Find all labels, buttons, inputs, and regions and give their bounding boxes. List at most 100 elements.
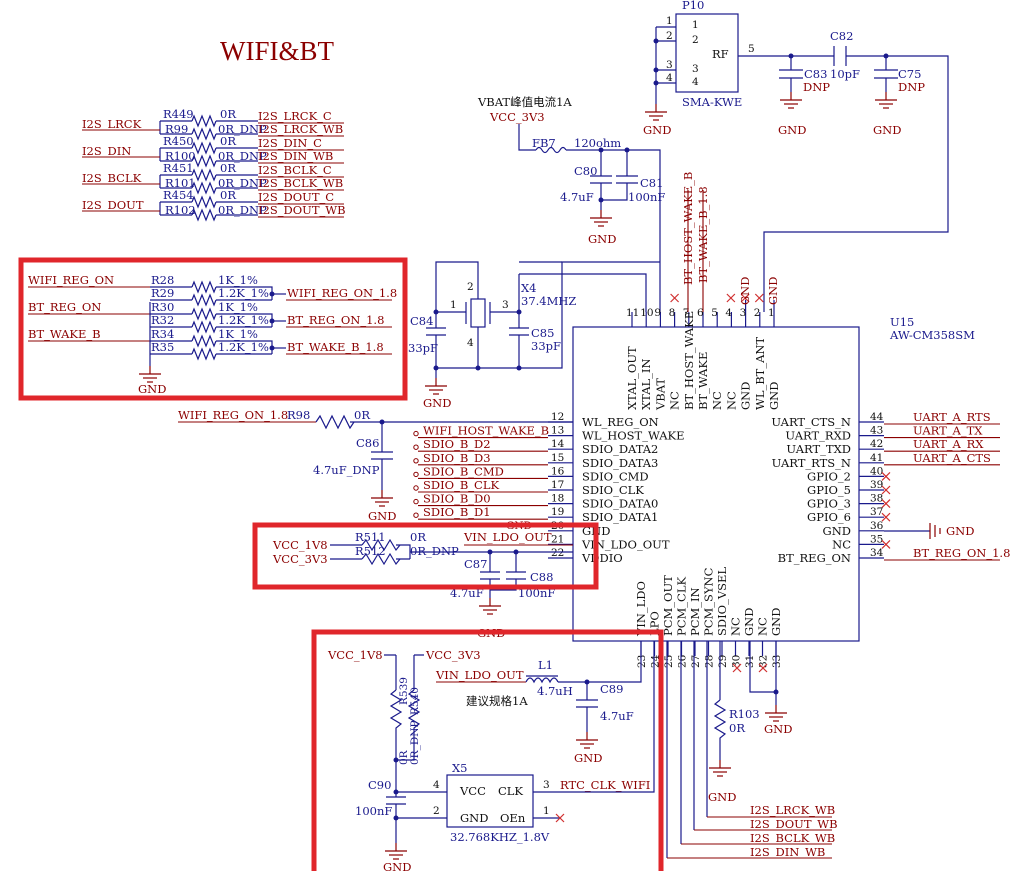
reg-ref-0: R28 [151, 273, 174, 287]
r540-ref: R540 [409, 687, 421, 715]
u15-pin-35-num: 35 [870, 533, 883, 545]
c89-ref: C89 [600, 682, 623, 696]
reg-ref-5: R35 [151, 340, 174, 354]
fb7-value: 120ohm [574, 136, 621, 150]
r98-value: 0R [354, 408, 370, 422]
u15-pin-37-num: 37 [870, 506, 883, 518]
u15-net-13: WIFI_HOST_WAKE_B [423, 424, 549, 438]
i2s-din-wb-bottom: I2S_DIN_WB [750, 845, 825, 859]
reg-out-net-2: BT_WAKE_B_1.8 [287, 340, 384, 354]
xtal-gnd-label: GND [423, 396, 451, 410]
u15-pin-30-num: 30 [731, 655, 743, 668]
u15-pin-14-num: 14 [551, 438, 565, 450]
reg-gnd-label: GND [138, 382, 166, 396]
u15-module: U15 AW-CM358SM 11XTAL_OUT10XTAL_IN9VBAT8… [413, 293, 1010, 668]
p10-ref: P10 [682, 0, 704, 12]
u15-net-42: UART_A_RX [913, 437, 984, 451]
reg-ref-4: R34 [151, 327, 174, 341]
c84-ref: C84 [410, 314, 433, 328]
c86-ref: C86 [356, 436, 379, 450]
c86-value: 4.7uF_DNP [313, 463, 380, 477]
u15-pin-19-name: SDIO_DATA1 [582, 510, 658, 524]
u15-pin-21-name: VIN_LDO_OUT [581, 537, 670, 551]
u15-pin-28-num: 28 [704, 655, 716, 668]
x4-pin1: 1 [450, 299, 457, 311]
c89-value: 4.7uF [600, 709, 634, 723]
i2s-r1-val-1: 0R [220, 134, 236, 148]
u15-pin-34-num: 34 [870, 547, 884, 559]
u15-pin-4-name: NC [724, 391, 738, 410]
lpo-vcc-1v8: VCC_1V8 [327, 648, 383, 662]
i2s-r1-ref-3: R454 [163, 188, 194, 202]
reg-val-4: 1K_1% [218, 327, 258, 341]
reg-ref-1: R29 [151, 286, 174, 300]
u15-net-41: UART_A_CTS [913, 451, 991, 465]
x5-oscillator [446, 774, 534, 828]
reg-val-3: 1.2K_1% [218, 313, 269, 327]
u15-pin-37-name: GPIO_6 [807, 510, 851, 524]
c80-value: 4.7uF [560, 190, 594, 204]
xtal-x4-block: 1 2 3 4 X4 37.4MHZ C84 33pF C85 33pF GND [408, 261, 660, 410]
highlight-reg-divider [18, 257, 408, 401]
r511-value: 0R [410, 530, 426, 544]
x5-ref: X5 [452, 761, 468, 775]
i2s-dout-wb-bottom: I2S_DOUT_WB [750, 817, 838, 831]
u15-pin-9-num: 9 [654, 307, 661, 319]
u15-net-19: SDIO_B_D1 [423, 505, 491, 519]
p10-pin4-num: 4 [666, 72, 673, 84]
u15-pin-33-name: GND [769, 608, 783, 636]
reg-val-1: 1.2K_1% [218, 286, 269, 300]
i2s-r2-val-3: 0R_DNP [218, 203, 267, 217]
x4-pin4: 4 [467, 337, 474, 349]
u15-net-44: UART_A_RTS [913, 410, 991, 424]
u15-pin-23-name: VIN_LDO [634, 581, 648, 637]
u15-pin-12-name: WL_REG_ON [582, 415, 659, 429]
u15-pin-42-name: UART_TXD [786, 442, 851, 456]
u15-pin-5-num: 5 [711, 307, 718, 319]
u15-pin-23-num: 23 [636, 655, 648, 668]
u15-pin-10-num: 10 [640, 307, 653, 319]
u15-pin-25-name: PCM_OUT [661, 575, 675, 636]
vbat-power-block: VBAT峰值电流1A VCC_3V3 FB7 120ohm C80 4.7uF … [477, 95, 665, 312]
l1-ref: L1 [538, 658, 553, 672]
i2s-out-c-1: I2S_DIN_C [258, 136, 322, 150]
c85-value: 33pF [531, 339, 561, 353]
reg-in-net-0: WIFI_REG_ON [28, 273, 114, 287]
u15-pin-16-num: 16 [551, 465, 565, 477]
u15-pin-35-name: NC [832, 537, 851, 551]
i2s-lrck-wb-bottom: I2S_LRCK_WB [750, 803, 835, 817]
highlight-vddio [252, 522, 599, 590]
i2s-r2-ref-3: R102 [165, 203, 196, 217]
x5-pin4: 4 [433, 779, 440, 791]
u15-pin-33-num: 33 [771, 655, 783, 668]
u15-pin-7-num: 7 [683, 307, 690, 319]
wl-reg-on-block: WIFI_REG_ON_1.8 R98 0R C86 4.7uF_DNP GND [178, 408, 573, 523]
reg-val-5: 1.2K_1% [218, 340, 269, 354]
u15-pin-30-name: NC [729, 617, 743, 636]
c85-ref: C85 [531, 326, 554, 340]
u15-pin-6-num: 6 [697, 307, 704, 319]
u15-pin-41-num: 41 [870, 452, 883, 464]
p10-pin2-num: 2 [666, 30, 673, 42]
c84-value: 33pF [408, 341, 438, 355]
u15-net-18: SDIO_B_D0 [423, 492, 491, 506]
i2s-out-wb-0: I2S_LRCK_WB [258, 122, 343, 136]
u15-pin-40-name: GPIO_2 [807, 469, 851, 483]
lpo-vin-ldo-out: VIN_LDO_OUT [435, 668, 524, 682]
u15-top-pins: 11XTAL_OUT10XTAL_IN9VBAT8NC7BT_HOST_WAKE… [625, 293, 781, 411]
x4-value: 37.4MHZ [521, 294, 576, 308]
u15-pin-38-name: GPIO_3 [807, 497, 851, 511]
c86-gnd-label: GND [368, 509, 396, 523]
lpo-note: 建议规格1A [466, 694, 528, 708]
u15-pin-41-name: UART_RTS_N [772, 456, 851, 470]
i2s-r1-val-2: 0R [220, 161, 236, 175]
vbat-vcc-3v3: VCC_3V3 [489, 110, 545, 124]
net-bt-wake-b-1-8: BT_WAKE_B_1.8 [696, 186, 710, 283]
rtc-clk-wifi-label: RTC_CLK_WIFI [560, 778, 650, 792]
u15-pin-3-name: GND [739, 382, 753, 410]
i2s-r2-val-1: 0R_DNP [218, 149, 267, 163]
c83-gnd-label: GND [778, 123, 806, 137]
u15-pin-26-num: 26 [677, 654, 689, 668]
